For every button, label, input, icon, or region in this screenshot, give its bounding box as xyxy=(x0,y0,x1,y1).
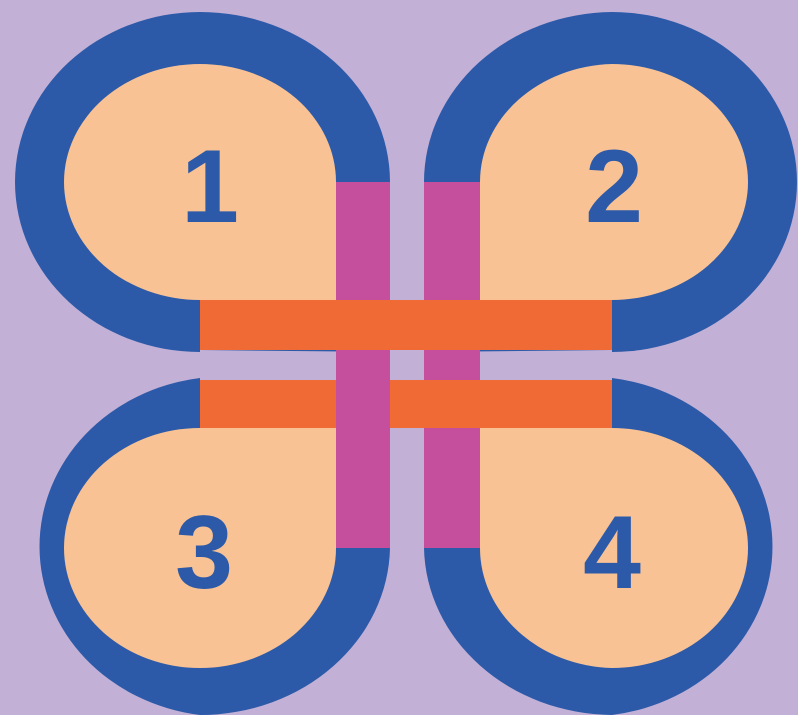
horizontal-strip-bottom xyxy=(200,380,612,428)
weave-overlap-bottom-right xyxy=(424,350,480,380)
petal-4-number: 4 xyxy=(583,495,641,611)
weave-overlap-bottom-left xyxy=(336,380,390,428)
petal-1-number: 1 xyxy=(181,129,239,245)
weave-overlap-top-left-orange xyxy=(336,300,390,350)
vertical-strip-left xyxy=(336,182,390,548)
horizontal-strip-top xyxy=(200,300,612,350)
petal-3-number: 3 xyxy=(175,495,233,611)
petal-2-number: 2 xyxy=(585,129,643,245)
